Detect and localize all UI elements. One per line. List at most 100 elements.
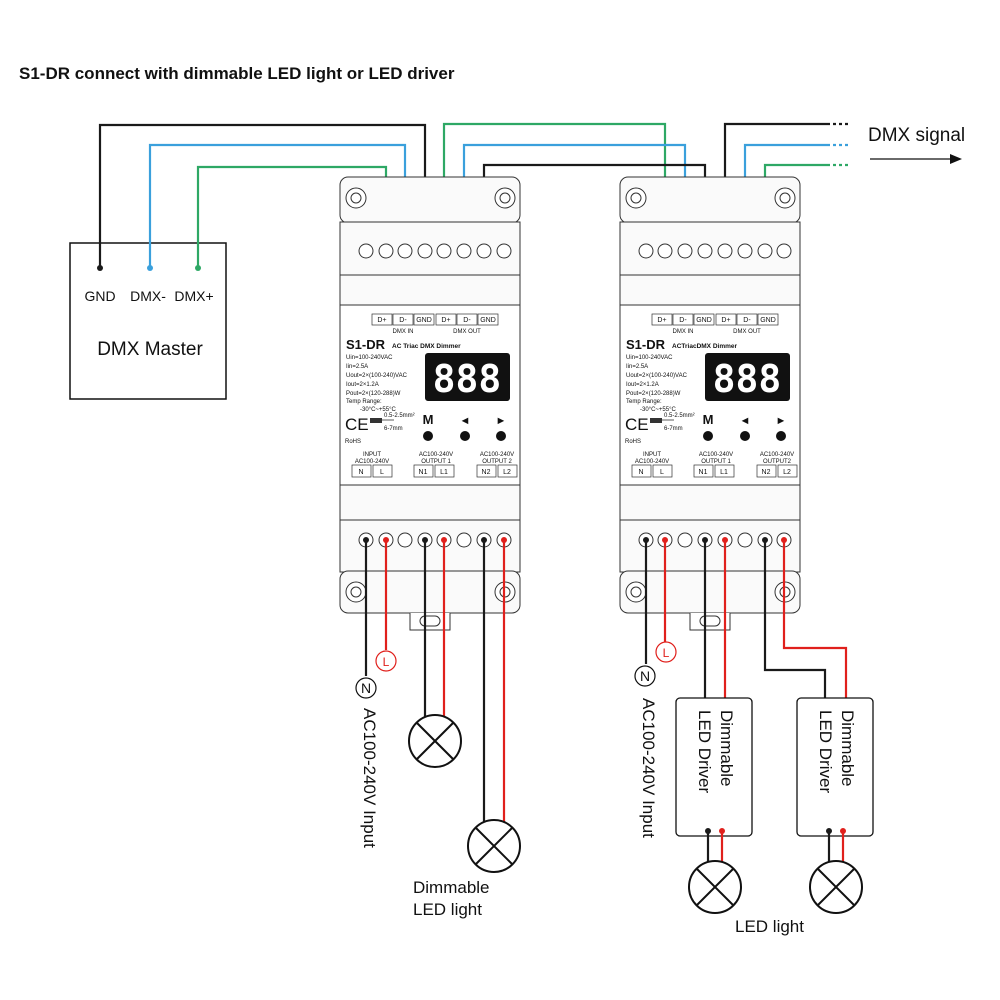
svg-text:N1: N1 (699, 469, 708, 476)
svg-text:D-: D- (463, 317, 471, 324)
svg-text:OUTPUT 2: OUTPUT 2 (482, 459, 512, 465)
svg-text:GND: GND (416, 317, 432, 324)
neutral-symbol (355, 677, 377, 699)
svg-text:INPUT: INPUT (363, 452, 381, 458)
svg-text:Dimmable: Dimmable (838, 710, 857, 787)
svg-text:Uin=100-240VAC: Uin=100-240VAC (346, 355, 393, 361)
svg-text:RoHS: RoHS (625, 439, 641, 445)
svg-text:INPUT: INPUT (643, 452, 661, 458)
svg-text:Iin=2.5A: Iin=2.5A (346, 364, 368, 370)
svg-text:L: L (380, 469, 384, 476)
left-button[interactable] (460, 431, 470, 441)
dimmable-led-light-label-2: LED light (413, 900, 482, 919)
svg-text:L2: L2 (503, 469, 511, 476)
svg-text:GND: GND (696, 317, 712, 324)
led-lamp-1 (688, 860, 742, 914)
svg-text:Uout=2×(100-240)VAC: Uout=2×(100-240)VAC (346, 373, 408, 379)
svg-text:L2: L2 (783, 469, 791, 476)
device-1-display (425, 353, 510, 401)
svg-text:OUTPUT2: OUTPUT2 (763, 459, 792, 465)
svg-text:D-: D- (679, 317, 687, 324)
led-driver-1: Dimmable LED Driver (675, 697, 753, 837)
svg-text:DMX IN: DMX IN (673, 329, 694, 335)
svg-text:Pout=2×(120-288)W: Pout=2×(120-288)W (346, 391, 401, 397)
svg-text:ACTriacDMX Dimmer: ACTriacDMX Dimmer (672, 343, 737, 350)
dmx-master-name: DMX Master (97, 339, 203, 360)
led-light-label: LED light (735, 917, 804, 936)
device-1-bottom-terminals (358, 532, 512, 548)
svg-text:D+: D+ (657, 317, 666, 324)
m-button-label: M (423, 412, 434, 427)
svg-text:D+: D+ (377, 317, 386, 324)
svg-text:D-: D- (743, 317, 751, 324)
svg-text:Uin=100-240VAC: Uin=100-240VAC (626, 355, 673, 361)
svg-text:M: M (703, 412, 714, 427)
svg-text:OUTPUT 1: OUTPUT 1 (701, 459, 731, 465)
svg-text:Temp Range:: Temp Range: (626, 399, 662, 405)
svg-text:D+: D+ (721, 317, 730, 324)
svg-text:6-7mm: 6-7mm (664, 426, 683, 432)
svg-text:AC100-240V: AC100-240V (635, 459, 669, 465)
ac-input-label-1: AC100-240V Input (360, 708, 379, 848)
svg-text:N2: N2 (482, 469, 491, 476)
ce-mark: CE (345, 415, 369, 434)
svg-text:N: N (640, 668, 650, 684)
svg-text:888: 888 (433, 357, 502, 401)
dmx-master-dmx-plus-label: DMX+ (174, 288, 213, 304)
device-1-model: S1-DR (346, 337, 386, 352)
svg-text:AC100-240V: AC100-240V (480, 452, 514, 458)
device-2-model: S1-DR (626, 337, 666, 352)
m-button[interactable] (423, 431, 433, 441)
svg-text:N1: N1 (419, 469, 428, 476)
svg-text:LED Driver: LED Driver (816, 710, 835, 793)
svg-text:◄: ◄ (740, 415, 751, 427)
ac-input-label-2: AC100-240V Input (639, 698, 658, 838)
device-1-ac-wiring: N L AC100-240V Input Dimmable LED light (355, 537, 521, 919)
dimmable-led-light-label: Dimmable (413, 878, 490, 897)
svg-text:D+: D+ (441, 317, 450, 324)
svg-text:L: L (383, 655, 390, 669)
svg-text:RoHS: RoHS (345, 439, 361, 445)
left-button-2[interactable] (740, 431, 750, 441)
svg-text:DMX IN: DMX IN (393, 329, 414, 335)
device-1-top-terminals (358, 243, 512, 259)
svg-text:N: N (358, 469, 363, 476)
svg-text:Dimmable: Dimmable (717, 710, 736, 787)
svg-text:DMX OUT: DMX OUT (453, 329, 481, 335)
right-button[interactable] (496, 431, 506, 441)
svg-text:0.5-2.5mm²: 0.5-2.5mm² (384, 413, 415, 419)
svg-text:►: ► (776, 415, 787, 427)
svg-text:Temp Range:: Temp Range: (346, 399, 382, 405)
svg-text:L: L (660, 469, 664, 476)
svg-text:888: 888 (713, 357, 782, 401)
svg-text:L: L (663, 646, 670, 660)
svg-text:CE: CE (625, 415, 649, 434)
svg-text:Iout=2×1.2A: Iout=2×1.2A (346, 382, 379, 388)
svg-text:AC Triac DMX Dimmer: AC Triac DMX Dimmer (392, 343, 461, 350)
svg-text:6-7mm: 6-7mm (384, 426, 403, 432)
device-2-display (705, 353, 790, 401)
svg-text:-30°C~+55°C: -30°C~+55°C (640, 407, 676, 413)
svg-text:Iout=2×1.2A: Iout=2×1.2A (626, 382, 659, 388)
svg-text:AC100-240V: AC100-240V (760, 452, 794, 458)
svg-text:L1: L1 (720, 469, 728, 476)
svg-text:AC100-240V: AC100-240V (419, 452, 453, 458)
led-driver-2: Dimmable LED Driver (796, 697, 874, 837)
dmx-master-gnd-label: GND (84, 288, 115, 304)
svg-text:L1: L1 (440, 469, 448, 476)
m-button-2[interactable] (703, 431, 713, 441)
left-button-label: ◄ (460, 415, 471, 427)
svg-text:DMX OUT: DMX OUT (733, 329, 761, 335)
svg-text:Pout=2×(120-288)W: Pout=2×(120-288)W (626, 391, 681, 397)
device-2-ac-wiring: N L AC100-240V Input Dimmable LED Driver (634, 537, 874, 936)
dimmable-lamp-2 (467, 819, 521, 873)
led-lamp-2 (809, 860, 863, 914)
right-button-2[interactable] (776, 431, 786, 441)
live-symbol (375, 650, 397, 672)
device-2-top-terminals (638, 243, 792, 259)
svg-text:Iin=2.5A: Iin=2.5A (626, 364, 648, 370)
svg-text:LED Driver: LED Driver (695, 710, 714, 793)
svg-text:Uout=2×(100-240)VAC: Uout=2×(100-240)VAC (626, 373, 688, 379)
svg-text:GND: GND (480, 317, 496, 324)
